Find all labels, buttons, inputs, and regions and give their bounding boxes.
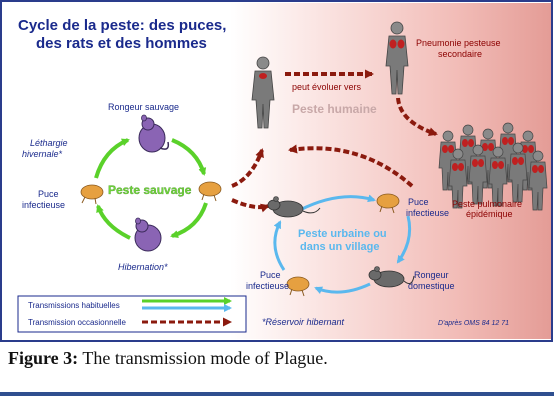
can-evolve-label: peut évoluer vers [292, 82, 362, 92]
domestic-rodent-icon [368, 266, 415, 288]
blue-arrow-top [299, 194, 376, 212]
crowd-person-icon [508, 142, 528, 203]
red-arrow-to-human [231, 148, 264, 188]
urban-cycle-label-line-1: Peste urbaine ou [298, 228, 387, 240]
secondary-pneumonia-label-line-2: secondaire [438, 49, 482, 59]
hibernation-label: Hibernation* [118, 262, 168, 272]
blue-arrow-right [396, 215, 412, 264]
blue-arrow-bottom [314, 282, 371, 294]
human-crowd-icon [438, 122, 548, 211]
human-plague-label: Peste humaine [292, 102, 377, 116]
crowd-person-icon [528, 150, 548, 211]
green-arrow-bottom-left [96, 204, 131, 240]
figure-caption: Figure 3: The transmission mode of Plagu… [8, 348, 548, 372]
epidemic-pneumonic-label-line-2: épidémique [466, 209, 513, 219]
human-figure-icon [251, 56, 275, 129]
flea-right-icon [376, 193, 400, 214]
caption-divider [0, 392, 554, 396]
crowd-person-icon [448, 148, 468, 209]
reservoir-note: *Réservoir hibernant [262, 317, 345, 327]
sylvatic-cycle-label: Peste sauvage [108, 183, 192, 197]
domestic-rodent-label-line-2: domestique [408, 281, 455, 291]
legend-occasional-label: Transmission occasionnelle [28, 318, 127, 327]
domestic-rodent-label-line-1: Rongeur [414, 270, 449, 280]
flea-left-label-line-1: Puce [38, 189, 59, 199]
hibernating-rodent-icon [134, 217, 162, 252]
crowd-person-icon [468, 144, 488, 205]
red-arrow-to-rat [231, 198, 270, 213]
legend-usual-label: Transmissions habituelles [28, 301, 120, 310]
red-arrow-to-epidemic [396, 97, 438, 137]
flea-left-label-line-2: infectieuse [22, 200, 65, 210]
source-note: D'après OMS 84 12 71 [438, 320, 509, 327]
lethargy-label-line-1: Léthargie [30, 138, 68, 148]
legend: Transmissions habituelles Transmission o… [17, 295, 247, 333]
lethargy-label-line-2: hivernale* [22, 149, 63, 159]
flea-right-label-line-1: Puce [408, 197, 429, 207]
flea-bottom-label-line-2: infectieuse [246, 281, 289, 291]
green-arrow-top-right [171, 138, 207, 176]
flea-left-icon [80, 184, 104, 205]
title-line-1: Cycle de la peste: des puces, [18, 17, 226, 34]
title-line-2: des rats et des hommes [36, 35, 207, 52]
blue-arrow-left [273, 220, 286, 271]
red-arrow-from-urban-flea [288, 144, 414, 188]
wild-rodent-label: Rongeur sauvage [108, 102, 179, 112]
flea-bottom-icon [286, 276, 310, 297]
flea-center-icon [198, 181, 222, 202]
green-arrow-bottom-right [170, 202, 208, 239]
crowd-person-icon [488, 146, 508, 207]
human-pneumonia-icon [385, 21, 409, 95]
rat-icon [267, 196, 321, 218]
urban-cycle-label-line-2: dans un village [300, 241, 379, 253]
wild-rodent-icon [138, 114, 170, 153]
epidemic-pneumonic-label-line-1: Peste pulmonaire [452, 199, 522, 209]
flea-bottom-label-line-1: Puce [260, 270, 281, 280]
figure-caption-text: The transmission mode of Plague. [78, 348, 328, 368]
figure-caption-label: Figure 3: [8, 348, 79, 368]
flea-right-label-line-2: infectieuse [406, 208, 449, 218]
secondary-pneumonia-label-line-1: Pneumonie pesteuse [416, 38, 501, 48]
green-arrow-top-left [94, 138, 130, 179]
